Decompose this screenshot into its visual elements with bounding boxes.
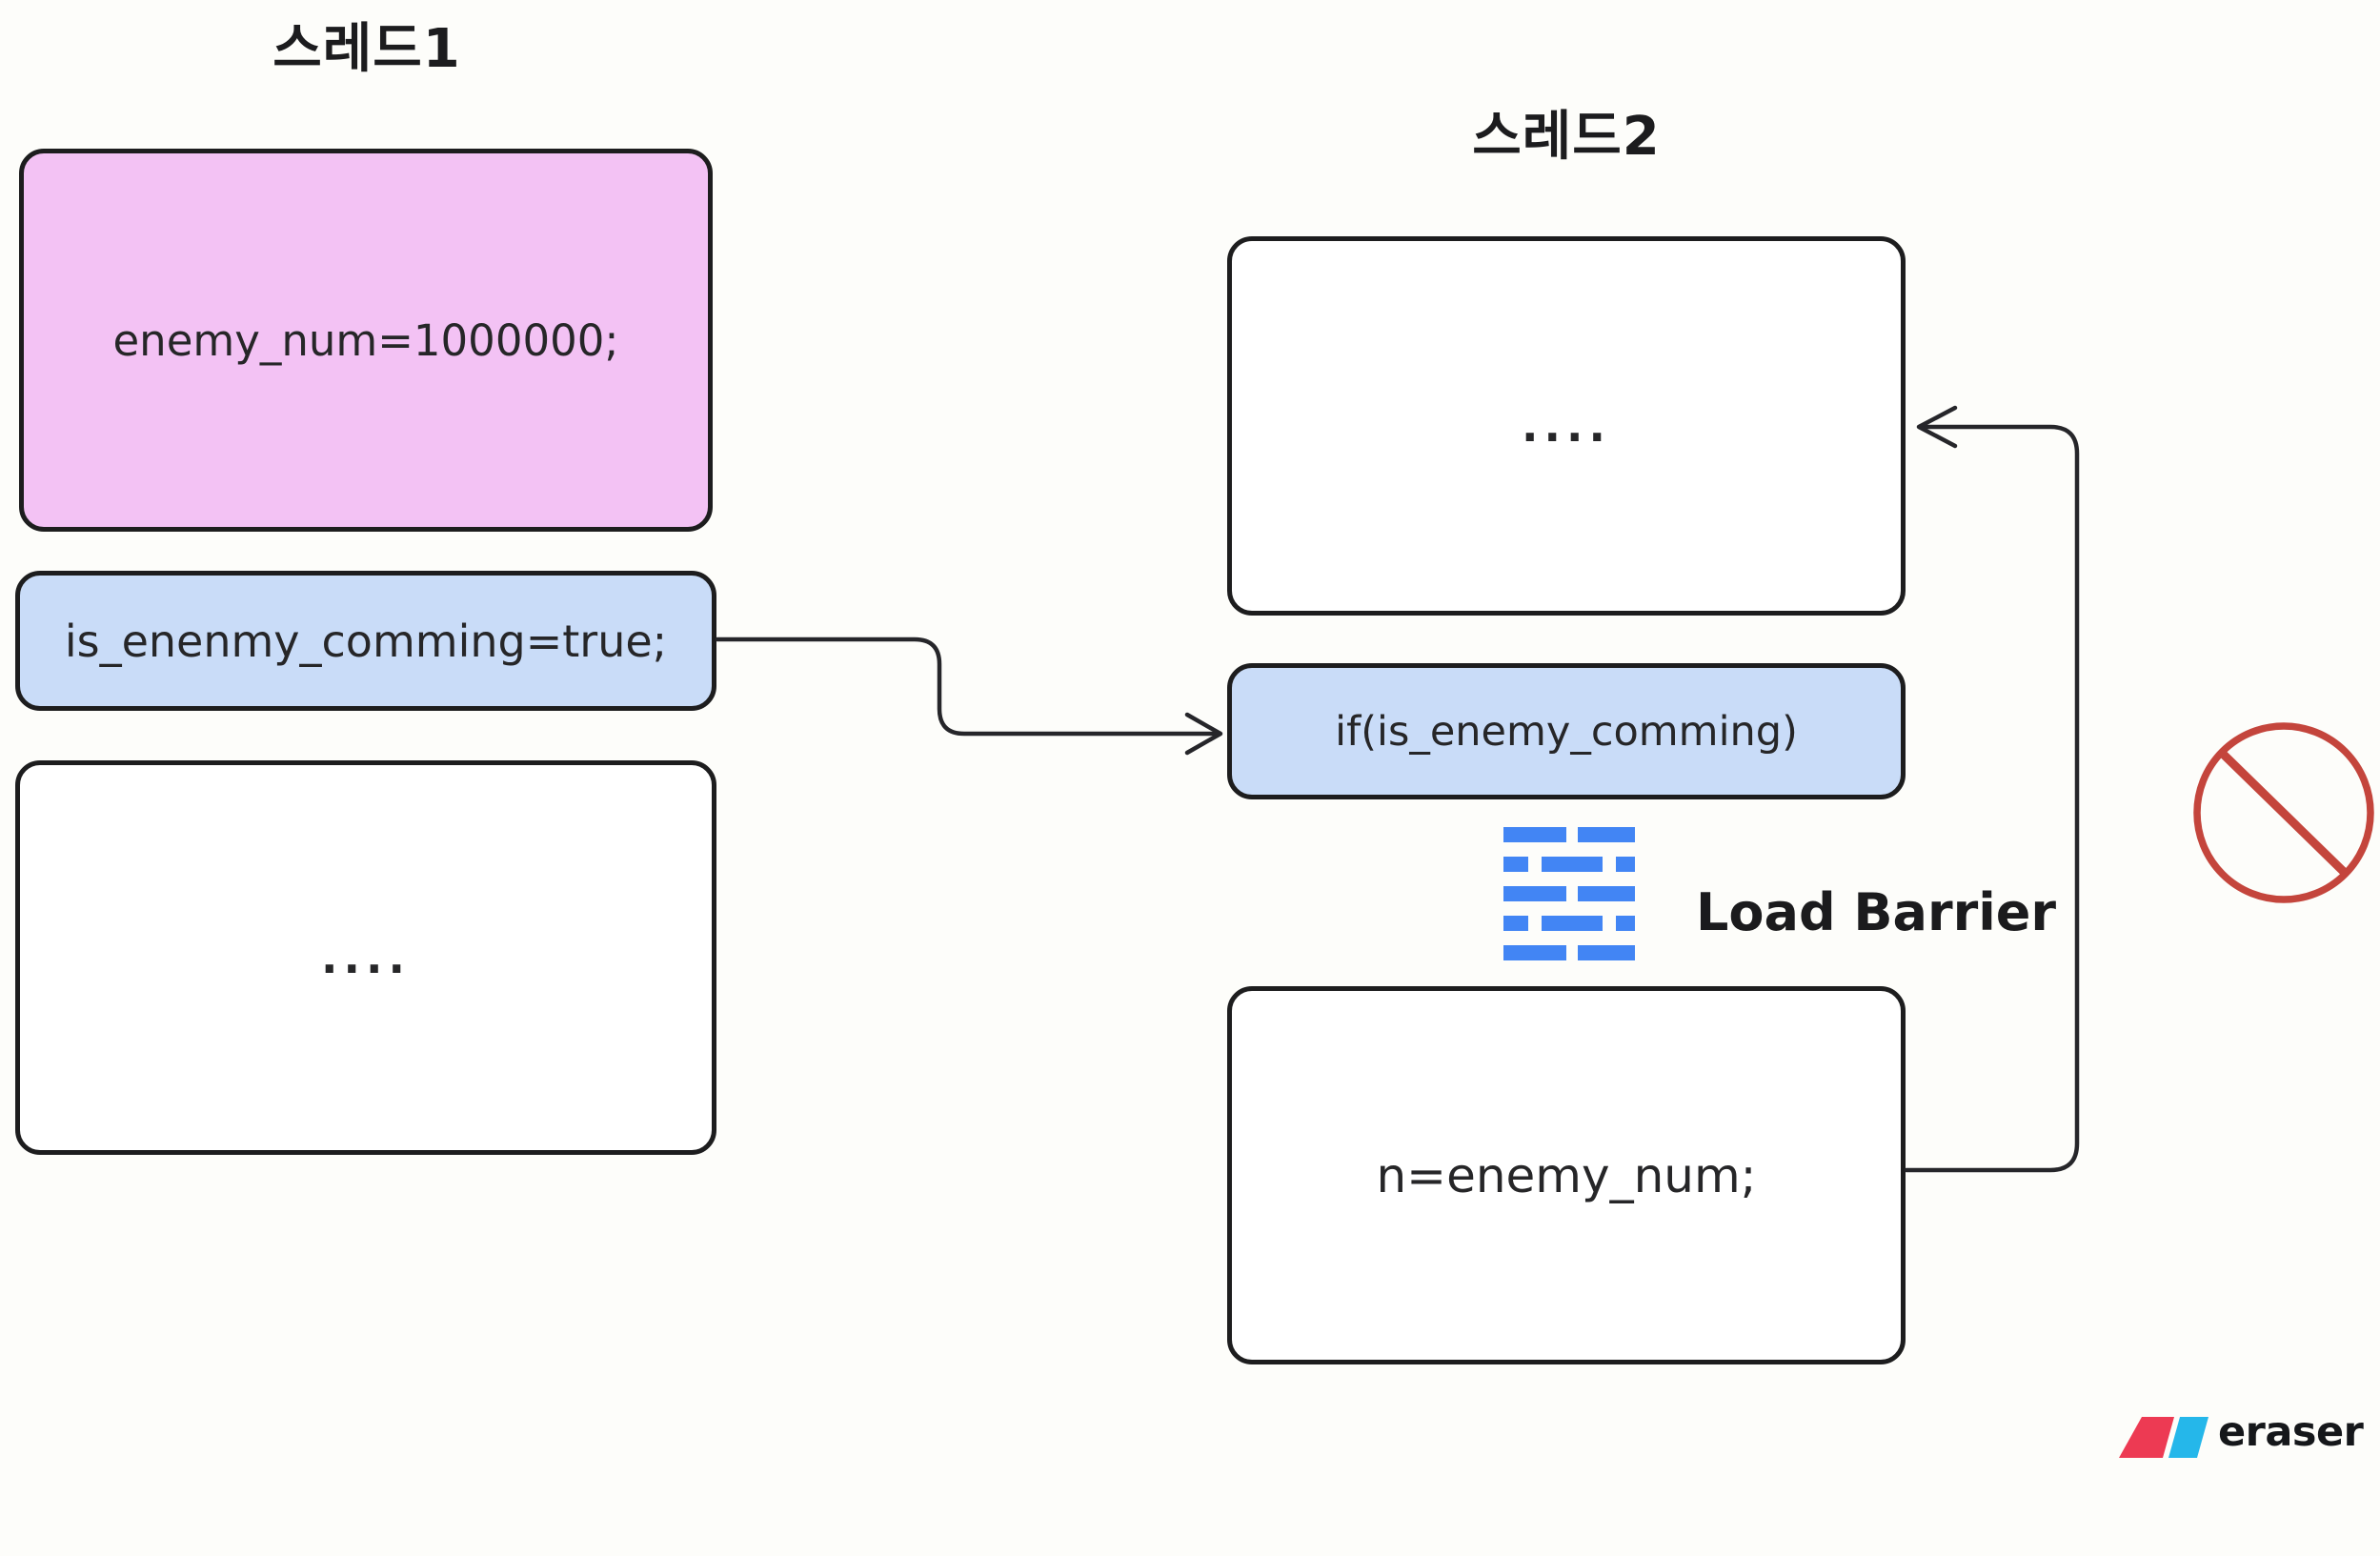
thread1-title: 스레드1 (272, 18, 461, 80)
thread1-rest-dots: .... (321, 932, 411, 983)
load-barrier-label: Load Barrier (1696, 882, 2057, 942)
thread1-flag-box: is_enenmy_comming=true; (15, 571, 716, 711)
prohibition-sign-icon (2193, 722, 2374, 903)
thread1-store-code: enemy_num=1000000; (112, 314, 619, 366)
arrowhead-left (1916, 405, 1958, 449)
thread2-rest-box: .... (1227, 236, 1906, 616)
brick-wall-icon (1503, 827, 1635, 960)
thread1-flag-code: is_enenmy_comming=true; (64, 615, 668, 667)
thread2-load-code: n=enemy_num; (1376, 1147, 1757, 1203)
thread2-if-box: if(is_enemy_comming) (1227, 663, 1906, 799)
thread1-store-box: enemy_num=1000000; (19, 149, 713, 532)
thread2-if-code: if(is_enemy_comming) (1335, 707, 1798, 756)
thread1-rest-box: .... (15, 760, 716, 1155)
arrow-flag-to-if (715, 637, 1219, 737)
brand-footer: eraser (2117, 1408, 2380, 1465)
arrowhead-right (1184, 712, 1223, 756)
brand-name: eraser (2218, 1408, 2364, 1456)
thread2-rest-dots: .... (1522, 400, 1611, 452)
thread2-title: 스레드2 (1472, 106, 1661, 168)
thread2-load-box: n=enemy_num; (1227, 986, 1906, 1364)
arrow-load-loop (1904, 424, 2080, 1173)
eraser-logo-icon (2119, 1417, 2209, 1458)
